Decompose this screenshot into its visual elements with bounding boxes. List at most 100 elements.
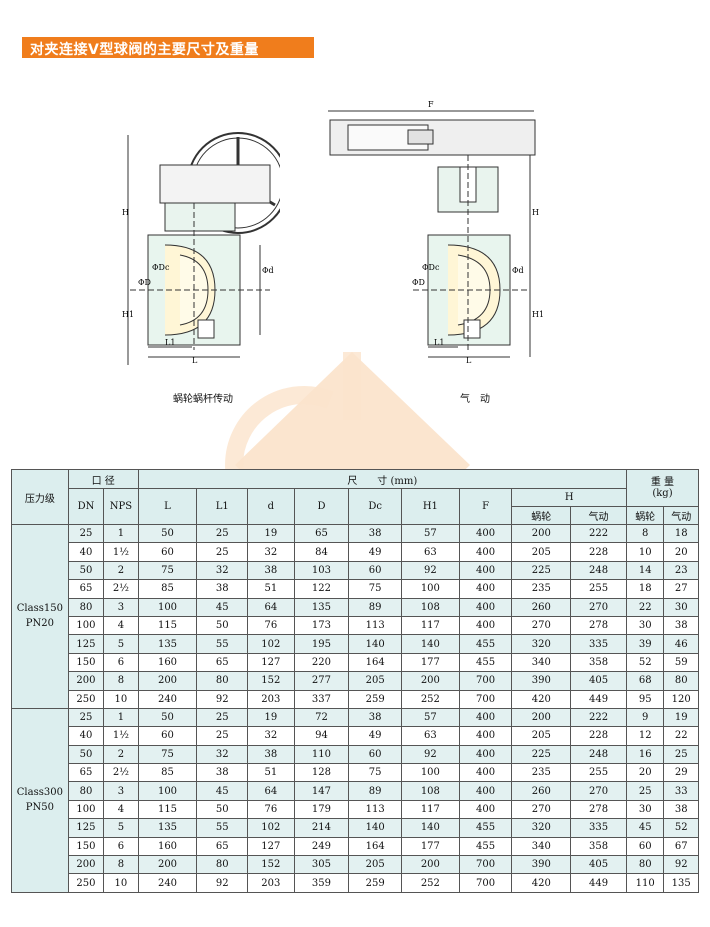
table-cell: 60 (625, 836, 665, 857)
table-cell: 200 (401, 855, 460, 875)
table-cell: 68 (625, 671, 665, 691)
table-cell: 1 (103, 707, 139, 728)
table-cell: 80 (663, 671, 699, 691)
table-cell: 358 (570, 652, 627, 673)
table-cell: 164 (348, 836, 402, 857)
dim-D-label-right: ΦD (412, 278, 425, 287)
table-cell: 65 (67, 763, 105, 783)
table-cell: 80 (196, 855, 249, 875)
table-cell: 205 (511, 726, 572, 746)
table-cell: 92 (196, 689, 249, 709)
table-cell: 228 (570, 726, 627, 746)
header-dn: DN (67, 488, 105, 525)
table-cell: 45 (196, 781, 249, 801)
table-cell: 10 (625, 542, 665, 562)
table-cell: 49 (348, 726, 402, 746)
table-cell: 2½ (103, 579, 139, 599)
table-cell: 32 (196, 560, 249, 581)
pneumatic-valve-drawing: F H H1 ΦD ΦDc Φd L1 L (328, 100, 544, 365)
table-cell: 340 (511, 836, 572, 857)
table-cell: 8 (103, 855, 139, 875)
table-cell: 135 (293, 597, 350, 617)
table-cell: 80 (196, 671, 249, 691)
table-cell: 400 (458, 523, 513, 544)
table-cell: 455 (458, 818, 513, 838)
header-d: d (247, 488, 295, 525)
table-cell: 25 (625, 781, 665, 801)
table-cell: 200 (511, 707, 572, 728)
table-cell: 38 (663, 799, 699, 820)
table-cell: 390 (511, 855, 572, 875)
header-pressure-class: 压力级 (11, 469, 69, 525)
table-cell: 127 (247, 836, 295, 857)
table-cell: 200 (137, 671, 198, 691)
table-cell: 278 (570, 615, 627, 636)
table-cell: 160 (137, 652, 198, 673)
table-cell: 16 (625, 744, 665, 765)
table-cell: 248 (570, 744, 627, 765)
table-cell: 405 (570, 855, 627, 875)
table-cell: 228 (570, 542, 627, 562)
table-cell: 222 (570, 707, 627, 728)
table-cell: 103 (293, 560, 350, 581)
table-cell: 80 (67, 597, 105, 617)
table-cell: 8 (103, 671, 139, 691)
table-cell: 255 (570, 763, 627, 783)
table-cell: 100 (401, 579, 460, 599)
dim-H-label-right: H (532, 208, 539, 217)
table-cell: 200 (137, 855, 198, 875)
table-cell: 200 (511, 523, 572, 544)
table-cell: 75 (137, 744, 198, 765)
table-cell: 235 (511, 763, 572, 783)
header-L: L (137, 488, 198, 525)
table-cell: 29 (663, 763, 699, 783)
table-cell: 700 (458, 689, 513, 709)
table-cell: 67 (663, 836, 699, 857)
header-F: F (458, 488, 513, 525)
table-cell: 30 (625, 615, 665, 636)
table-cell: 278 (570, 799, 627, 820)
table-cell: 127 (247, 652, 295, 673)
table-cell: 3 (103, 781, 139, 801)
table-cell: 38 (663, 615, 699, 636)
dim-H1-label: H1 (122, 310, 134, 319)
table-cell: 65 (196, 652, 249, 673)
table-cell: 4 (103, 799, 139, 820)
table-cell: 200 (67, 671, 105, 691)
table-cell: 255 (570, 579, 627, 599)
table-cell: 57 (401, 523, 460, 544)
table-cell: 110 (625, 873, 665, 893)
table-cell: 52 (663, 818, 699, 838)
table-cell: 270 (570, 597, 627, 617)
table-cell: 45 (625, 818, 665, 838)
table-cell: 164 (348, 652, 402, 673)
table-cell: 179 (293, 799, 350, 820)
table-cell: 113 (348, 799, 402, 820)
table-cell: 340 (511, 652, 572, 673)
table-cell: 115 (137, 615, 198, 636)
table-cell: 240 (137, 873, 198, 893)
table-cell: 63 (401, 542, 460, 562)
table-cell: 177 (401, 652, 460, 673)
table-cell: 250 (67, 689, 105, 709)
table-cell: 40 (67, 726, 105, 746)
table-cell: 405 (570, 671, 627, 691)
table-cell: 38 (348, 523, 402, 544)
table-cell: 38 (247, 560, 295, 581)
table-cell: 33 (663, 781, 699, 801)
table-cell: 76 (247, 799, 295, 820)
dim-L-label: L (192, 356, 198, 365)
table-cell: 75 (137, 560, 198, 581)
right-drawing-caption: 气 动 (460, 394, 490, 405)
table-cell: 38 (196, 763, 249, 783)
left-drawing-caption: 蜗轮蜗杆传动 (173, 394, 233, 405)
table-cell: 85 (137, 763, 198, 783)
table-cell: 449 (570, 873, 627, 893)
